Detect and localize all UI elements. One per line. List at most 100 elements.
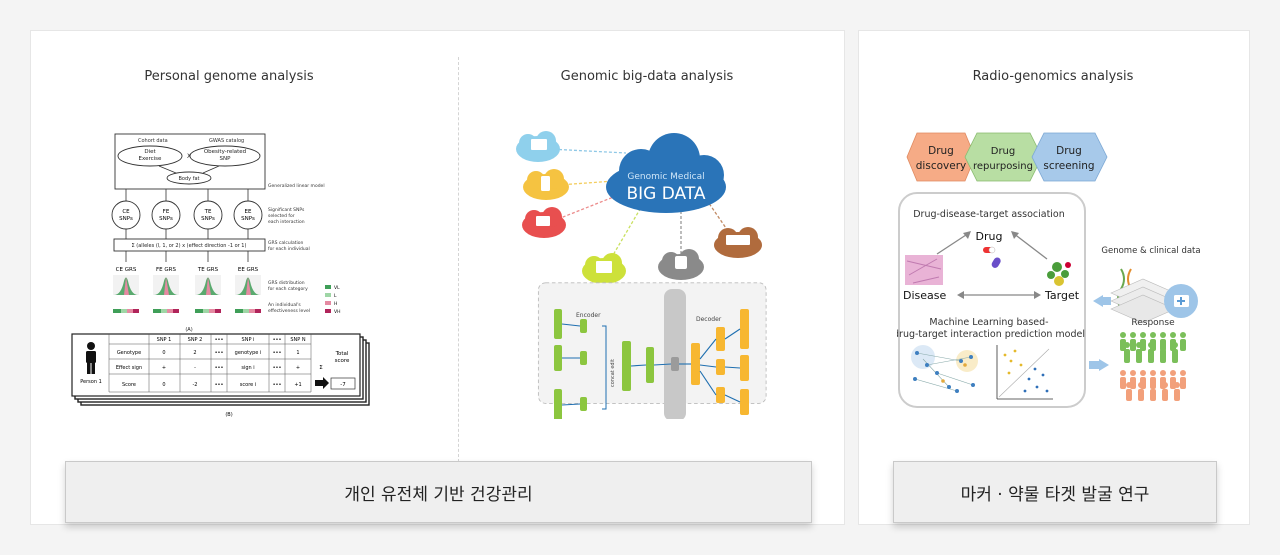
network-graph-icon (911, 345, 978, 393)
decoder-label: Decoder (696, 316, 722, 323)
legend-l: L (334, 293, 337, 299)
col-snp1: SNP 1 (157, 337, 172, 343)
response-label: Response (1131, 318, 1175, 328)
score-label: score (335, 358, 350, 364)
body-fat-oval (166, 171, 212, 185)
gwas-catalog-label: GWAS catalog (209, 138, 244, 144)
ee-grs-label: EE GRS (238, 267, 259, 273)
stage-drug-discovery: Drug discovery (906, 132, 976, 182)
snp-label: SNP (220, 156, 232, 162)
score-table: Person 1 SNP 1 SNP 2 ••• SNP i ••• SNP N… (71, 333, 370, 406)
ee-snps-label: SNPs (241, 216, 255, 222)
diet-exercise-oval (117, 145, 183, 167)
scatter-plot-icon (996, 345, 1053, 400)
big-data-figure: Genomic Medical BIG DATA Encoder Decoder… (516, 131, 767, 419)
cell: 1 (296, 350, 299, 356)
legend-swatch-h (325, 301, 331, 305)
non-responder-group-icon (1120, 370, 1186, 401)
cell: + (162, 365, 166, 371)
cell: ••• (215, 365, 224, 371)
significant-note-2: selected for (268, 213, 295, 219)
association-title: Drug-disease-target association (913, 209, 1065, 220)
cell: score i (240, 382, 256, 388)
cohort-data-label: Cohort data (138, 138, 168, 144)
cell: 2 (193, 350, 196, 356)
glm-label: Generalized linear model (268, 183, 325, 189)
ce-snps-label: SNPs (119, 216, 133, 222)
cloud-line-2: BIG DATA (626, 184, 705, 204)
cell: 0 (162, 382, 165, 388)
big-data-cloud: Genomic Medical BIG DATA (606, 133, 726, 213)
significant-note-3: each interaction (268, 219, 305, 225)
server-cloud-icon (582, 253, 626, 284)
radio-genomics-figure: Drug discovery Drug repurposing Drug scr… (897, 132, 1201, 408)
encoder-label: Encoder (576, 312, 601, 319)
ce-snps-circle (111, 200, 141, 230)
left-caption: 개인 유전체 기반 건강관리 (65, 461, 812, 523)
cell: + (296, 365, 300, 371)
genome-clinical-label: Genome & clinical data (1101, 246, 1200, 256)
sigma-label: Σ (319, 365, 323, 371)
cell: - (194, 365, 196, 371)
cell: -2 (193, 382, 198, 388)
association-box (898, 192, 1086, 408)
stage-1-line-2: discovery (916, 160, 966, 172)
grs-dist-2: for each category (268, 286, 308, 292)
personal-genome-title: Personal genome analysis (144, 69, 314, 84)
left-panel: Personal genome analysis Genomic big-dat… (30, 30, 845, 525)
big-data-title: Genomic big-data analysis (560, 69, 734, 84)
link-target-drug (1012, 232, 1048, 260)
significant-note-1: Significant SNPs (268, 207, 305, 213)
legend-swatch-l (325, 293, 331, 297)
right-panel: Radio-genomics analysis Drug discovery D… (858, 30, 1250, 525)
formula-label: Σ (alleles (l, 1, or 2) x (effect direct… (132, 243, 247, 249)
legend-vl: VL (334, 285, 340, 291)
radio-genomics-title: Radio-genomics analysis (972, 69, 1134, 84)
pc-cloud-icon (522, 207, 566, 238)
body-fat-label: Body fat (179, 176, 200, 182)
fe-label: FE (163, 209, 170, 215)
col-snpn: SNP N (290, 337, 306, 343)
cell: ••• (273, 365, 282, 371)
arrow-right-icon (315, 377, 329, 389)
arrow-right-icon (1099, 359, 1109, 371)
arrow-left-icon (1093, 295, 1103, 307)
legend-swatch-vl (325, 285, 331, 289)
grs-distribution-plots (113, 275, 261, 295)
te-grs-label: TE GRS (197, 267, 219, 273)
grs-calc-2: for each individual (268, 246, 310, 252)
total-label: Total (335, 351, 349, 357)
row-genotype: Genotype (117, 350, 141, 356)
cell: +1 (294, 382, 301, 388)
te-snps-circle (193, 200, 223, 230)
obesity-label: Obesity-related (204, 149, 246, 155)
col-dots1: ••• (215, 337, 224, 343)
legend-vh: VH (334, 309, 340, 315)
computer-cloud-icon (516, 131, 560, 162)
formula-box (113, 238, 266, 252)
ee-label: EE (245, 209, 252, 215)
database-cloud-icon (658, 249, 704, 280)
network-cloud-icon (714, 227, 762, 258)
personal-genome-figure: Cohort data GWAS catalog Diet Exercise X… (71, 133, 370, 418)
legend-swatch-vh (325, 309, 331, 313)
mobile-cloud-icon (523, 169, 569, 200)
row-effect-sign: Effect sign (116, 365, 142, 371)
responder-group-icon (1120, 332, 1186, 363)
person-label: Person 1 (80, 379, 102, 385)
ml-line-1: Machine Learning based- (929, 317, 1048, 328)
ee-snps-circle (233, 200, 263, 230)
mark-a: (A) (185, 327, 192, 333)
cell: ••• (273, 350, 282, 356)
te-snps-label: SNPs (201, 216, 215, 222)
stage-2-line-2: repurposing (973, 161, 1033, 172)
effectiveness-bars (113, 309, 261, 313)
mark-b: (B) (225, 412, 232, 418)
cell: ••• (215, 382, 224, 388)
stage-drug-screening: Drug screening (1031, 132, 1108, 182)
autoencoder-diagram: Encoder Decoder concat edit (537, 282, 767, 419)
total-value: -7 (340, 382, 346, 388)
disease-label: Disease (903, 289, 946, 302)
fe-snps-circle (151, 200, 181, 230)
ce-grs-label: CE GRS (116, 267, 137, 273)
